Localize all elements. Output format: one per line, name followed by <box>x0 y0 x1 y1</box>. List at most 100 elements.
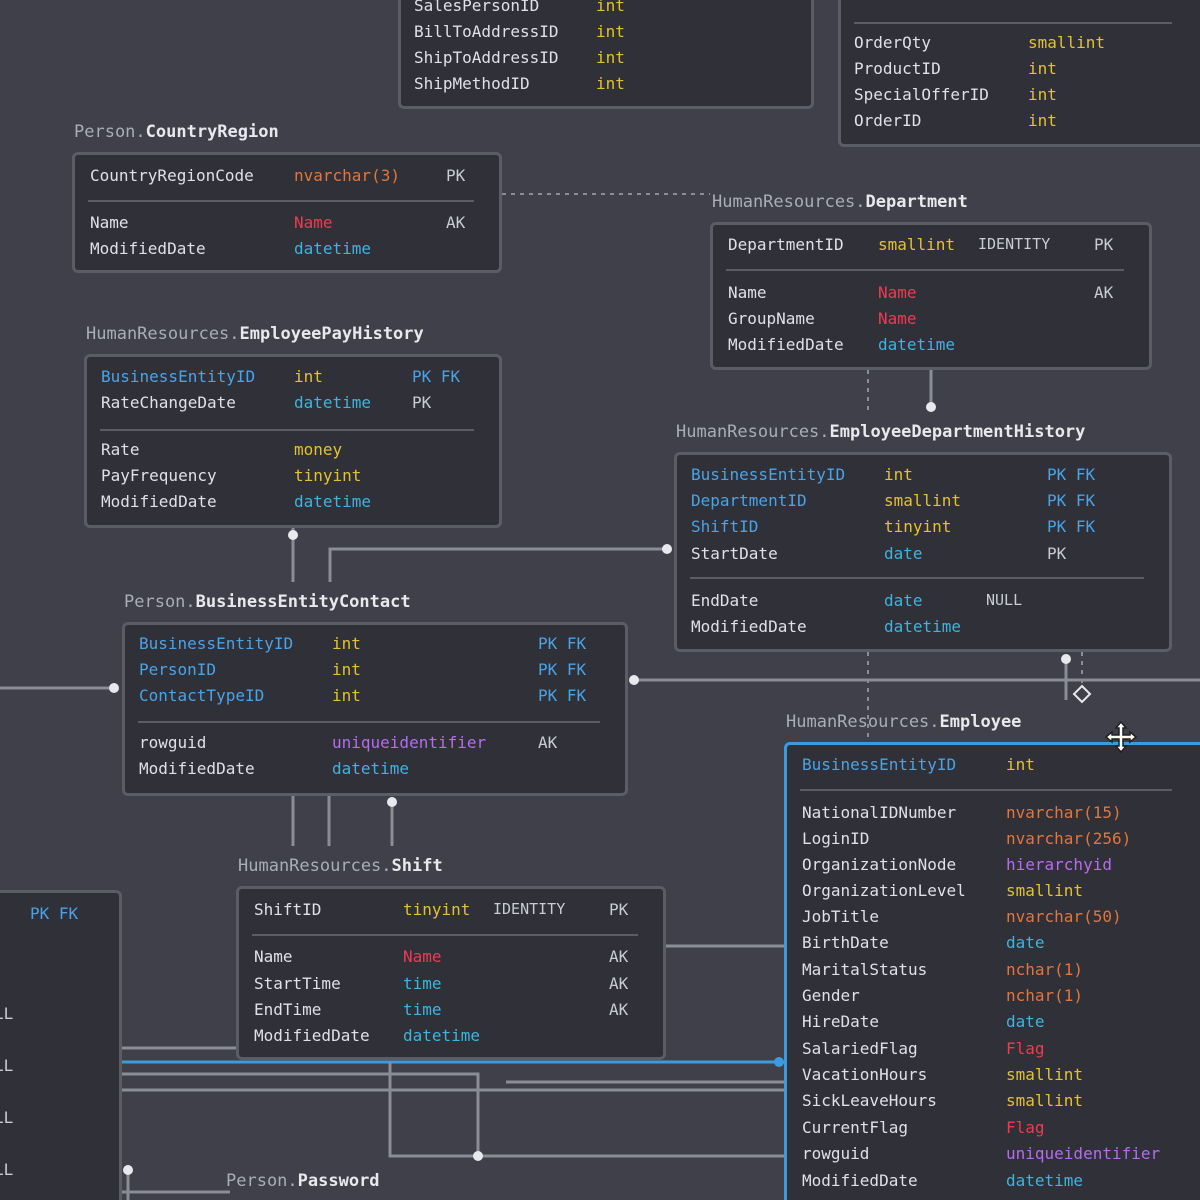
key-flags: PK FK <box>1047 491 1096 510</box>
column-name[interactable]: Name <box>90 213 129 232</box>
connector-dot[interactable] <box>926 402 936 412</box>
column-name[interactable]: Rate <box>101 440 140 459</box>
column-name[interactable]: ModifiedDate <box>728 335 844 354</box>
table-title[interactable]: Person.Password <box>226 1171 380 1191</box>
column-name[interactable]: LoginID <box>802 829 870 848</box>
column-name[interactable]: SpecialOfferID <box>854 85 989 104</box>
column-name[interactable]: ModifiedDate <box>90 239 206 258</box>
connector-dot[interactable] <box>1061 654 1071 664</box>
column-type: tinyint <box>884 517 952 536</box>
column-name[interactable]: ModifiedDate <box>139 759 255 778</box>
column-name[interactable]: BusinessEntityID <box>691 465 846 484</box>
move-cursor-icon <box>1104 720 1138 754</box>
column-name[interactable]: EndDate <box>691 591 759 610</box>
column-name[interactable]: BusinessEntityID <box>101 367 256 386</box>
column-name[interactable]: ShiftID <box>254 900 322 919</box>
column-name[interactable]: Gender <box>802 986 860 1005</box>
table-title[interactable]: Person.BusinessEntityContact <box>124 592 411 612</box>
column-type: int <box>332 634 361 653</box>
connector-dot[interactable] <box>774 1057 784 1067</box>
column-name[interactable]: RateChangeDate <box>101 393 236 412</box>
column-name[interactable]: SalariedFlag <box>802 1039 918 1058</box>
column-name[interactable]: StartTime <box>254 974 341 993</box>
column-name[interactable]: ModifiedDate <box>691 617 807 636</box>
column-name[interactable]: SickLeaveHours <box>802 1091 937 1110</box>
column-name[interactable]: Name <box>728 283 767 302</box>
column-name[interactable]: StartDate <box>691 544 778 563</box>
table-box[interactable] <box>710 222 1152 370</box>
column-name[interactable]: DepartmentID <box>691 491 807 510</box>
column-type: date <box>1006 933 1045 952</box>
table-box[interactable] <box>674 452 1172 652</box>
column-name[interactable]: PayFrequency <box>101 466 217 485</box>
column-name[interactable]: ModifiedDate <box>101 492 217 511</box>
connector-dot[interactable] <box>387 797 397 807</box>
column-name[interactable]: MaritalStatus <box>802 960 928 979</box>
key-flags: AK <box>609 947 629 966</box>
table-box[interactable] <box>122 622 628 796</box>
table-title[interactable]: HumanResources.Department <box>712 192 968 212</box>
column-name[interactable]: ShiftID <box>691 517 759 536</box>
column-name[interactable]: ModifiedDate <box>254 1026 370 1045</box>
column-name[interactable]: rowguid <box>139 733 207 752</box>
column-type: datetime <box>1006 1171 1084 1190</box>
column-name[interactable]: PersonID <box>139 660 217 679</box>
column-name[interactable]: BusinessEntityID <box>802 755 957 774</box>
table-title[interactable]: HumanResources.EmployeeDepartmentHistory <box>676 422 1085 442</box>
diamond-marker[interactable] <box>1072 684 1092 704</box>
column-name[interactable]: ShipMethodID <box>414 74 530 93</box>
column-name[interactable]: NationalIDNumber <box>802 803 957 822</box>
relationship-line <box>328 547 667 582</box>
column-name[interactable]: GroupName <box>728 309 815 328</box>
connector-dot[interactable] <box>109 683 119 693</box>
table-name: Password <box>297 1171 380 1191</box>
table-schema: HumanResources. <box>786 712 940 732</box>
connector-dot[interactable] <box>288 530 298 540</box>
column-name[interactable]: BillToAddressID <box>414 22 559 41</box>
table-title[interactable]: HumanResources.Shift <box>238 856 443 876</box>
connector-dot[interactable] <box>662 544 672 554</box>
column-name[interactable]: JobTitle <box>802 907 880 926</box>
column-type: tinyint <box>403 900 471 919</box>
table-box[interactable] <box>84 354 502 528</box>
column-name[interactable]: EndTime <box>254 1000 322 1019</box>
column-type: datetime <box>294 492 372 511</box>
connector-dot[interactable] <box>123 1165 133 1175</box>
column-name[interactable]: HireDate <box>802 1012 880 1031</box>
column-name[interactable]: ShipToAddressID <box>414 48 559 67</box>
column-name[interactable]: CountryRegionCode <box>90 166 254 185</box>
table-title[interactable]: HumanResources.Employee <box>786 712 1021 732</box>
connector-dot[interactable] <box>629 675 639 685</box>
table-box[interactable] <box>0 890 122 1200</box>
column-name[interactable]: CurrentFlag <box>802 1118 908 1137</box>
column-name[interactable]: ContactTypeID <box>139 686 265 705</box>
column-name[interactable]: ProductID <box>854 59 941 78</box>
column-name[interactable]: BusinessEntityID <box>139 634 294 653</box>
column-name[interactable]: OrderQty <box>854 33 932 52</box>
column-name[interactable]: DepartmentID <box>728 235 844 254</box>
column-name[interactable]: OrganizationNode <box>802 855 957 874</box>
table-title[interactable]: HumanResources.EmployeePayHistory <box>86 324 424 344</box>
column-type: datetime <box>403 1026 481 1045</box>
column-name[interactable]: OrderID <box>854 111 922 130</box>
table-title[interactable]: Person.CountryRegion <box>74 122 279 142</box>
table-box[interactable] <box>838 0 1200 147</box>
column-name[interactable]: ModifiedDate <box>802 1171 918 1190</box>
column-name[interactable]: Name <box>254 947 293 966</box>
column-type: Flag <box>1006 1118 1045 1137</box>
table-box[interactable] <box>72 152 502 273</box>
column-name[interactable]: SalesPersonID <box>414 0 540 15</box>
column-name[interactable]: rowguid <box>802 1144 870 1163</box>
column-name[interactable]: OrganizationLevel <box>802 881 966 900</box>
column-type: uniqueidentifier <box>1006 1144 1161 1163</box>
column-type: int <box>596 48 625 67</box>
column-name[interactable]: VacationHours <box>802 1065 928 1084</box>
table-box[interactable] <box>236 886 666 1060</box>
connector-dot[interactable] <box>473 1151 483 1161</box>
column-name[interactable]: BirthDate <box>802 933 889 952</box>
table-box[interactable] <box>398 0 814 109</box>
column-type: Flag <box>1006 1039 1045 1058</box>
table-box[interactable] <box>784 742 1200 1200</box>
table-name: Employee <box>939 712 1022 732</box>
